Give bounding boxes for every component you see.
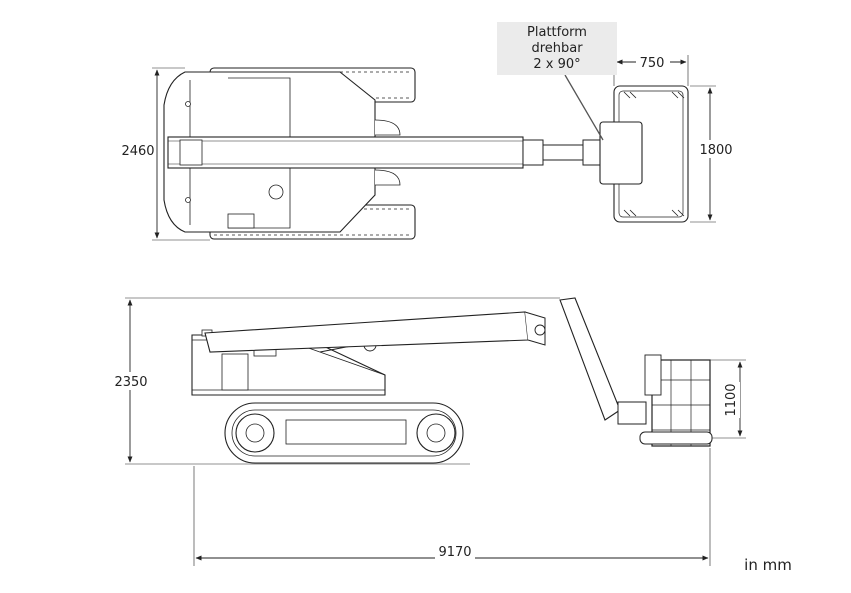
rotation-note-line-3: 2 x 90° (533, 57, 580, 72)
side-view-main-boom (204, 311, 529, 353)
dim-label-length: 9170 (438, 545, 471, 560)
rotation-note: Plattform drehbar 2 x 90° (497, 22, 617, 75)
dimension-labels: 2460 750 1800 2350 1100 9170 in mm (112, 54, 792, 574)
dim-label-platform-depth: 1800 (699, 143, 732, 158)
rotation-note-line-1: Plattform (527, 25, 587, 40)
dim-label-platform-width: 750 (640, 56, 665, 71)
units-label: in mm (744, 556, 792, 574)
dim-label-platform-height: 1100 (724, 383, 739, 416)
note-leader-line (564, 74, 604, 141)
top-view (163, 67, 689, 240)
rotation-note-box (497, 22, 617, 75)
side-view (191, 297, 713, 464)
side-view-jib (559, 297, 621, 421)
dim-label-width-top: 2460 (121, 144, 154, 159)
dim-label-height: 2350 (114, 375, 147, 390)
top-view-boom (167, 136, 524, 169)
rotation-note-line-2: drehbar (531, 41, 583, 56)
